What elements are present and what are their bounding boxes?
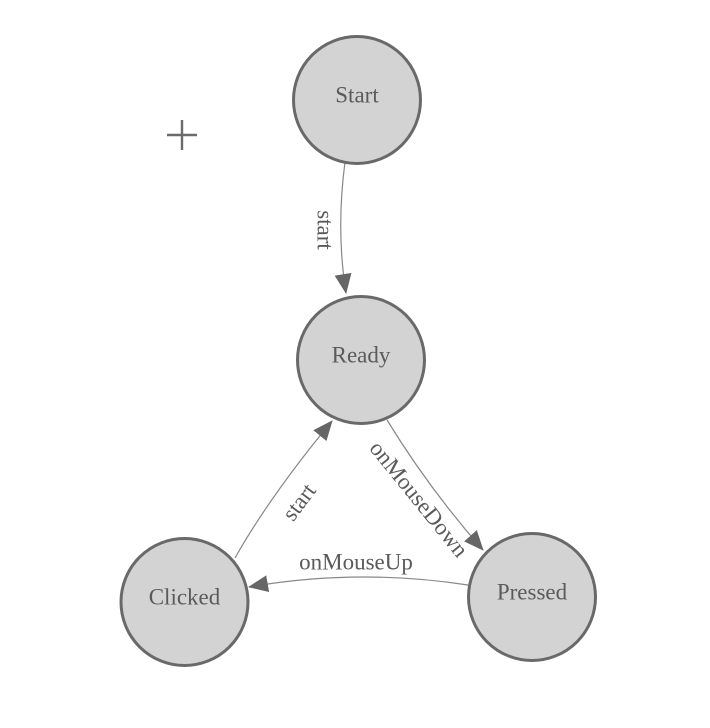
edge-path[interactable] bbox=[386, 419, 484, 551]
state-label: Clicked bbox=[149, 585, 221, 610]
edge-ready-to-pressed[interactable]: onMouseDown bbox=[365, 419, 484, 562]
state-label: Pressed bbox=[497, 580, 568, 605]
state-circle[interactable] bbox=[467, 532, 597, 662]
edge-path[interactable] bbox=[248, 575, 469, 593]
edge-label: onMouseUp bbox=[299, 550, 413, 575]
state-node-pressed[interactable]: Pressed bbox=[467, 532, 597, 662]
edge-start-to-ready[interactable]: start bbox=[313, 161, 352, 294]
edge-label: onMouseDown bbox=[365, 436, 474, 562]
state-node-clicked[interactable]: Clicked bbox=[119, 537, 250, 667]
crosshair-icon bbox=[167, 120, 197, 150]
edge-clicked-to-ready[interactable]: start bbox=[234, 420, 333, 559]
state-circle[interactable] bbox=[119, 537, 250, 667]
state-circle[interactable] bbox=[296, 295, 426, 425]
edge-pressed-to-clicked[interactable]: onMouseUp bbox=[248, 550, 469, 593]
edge-label: start bbox=[277, 478, 321, 525]
state-label: Start bbox=[335, 83, 379, 108]
edge-path[interactable] bbox=[234, 420, 333, 559]
state-node-ready[interactable]: Ready bbox=[296, 295, 426, 425]
state-circle[interactable] bbox=[292, 35, 422, 165]
edge-label: start bbox=[313, 210, 338, 250]
state-label: Ready bbox=[332, 343, 391, 368]
state-node-start[interactable]: Start bbox=[292, 35, 422, 165]
edge-path[interactable] bbox=[334, 161, 352, 294]
